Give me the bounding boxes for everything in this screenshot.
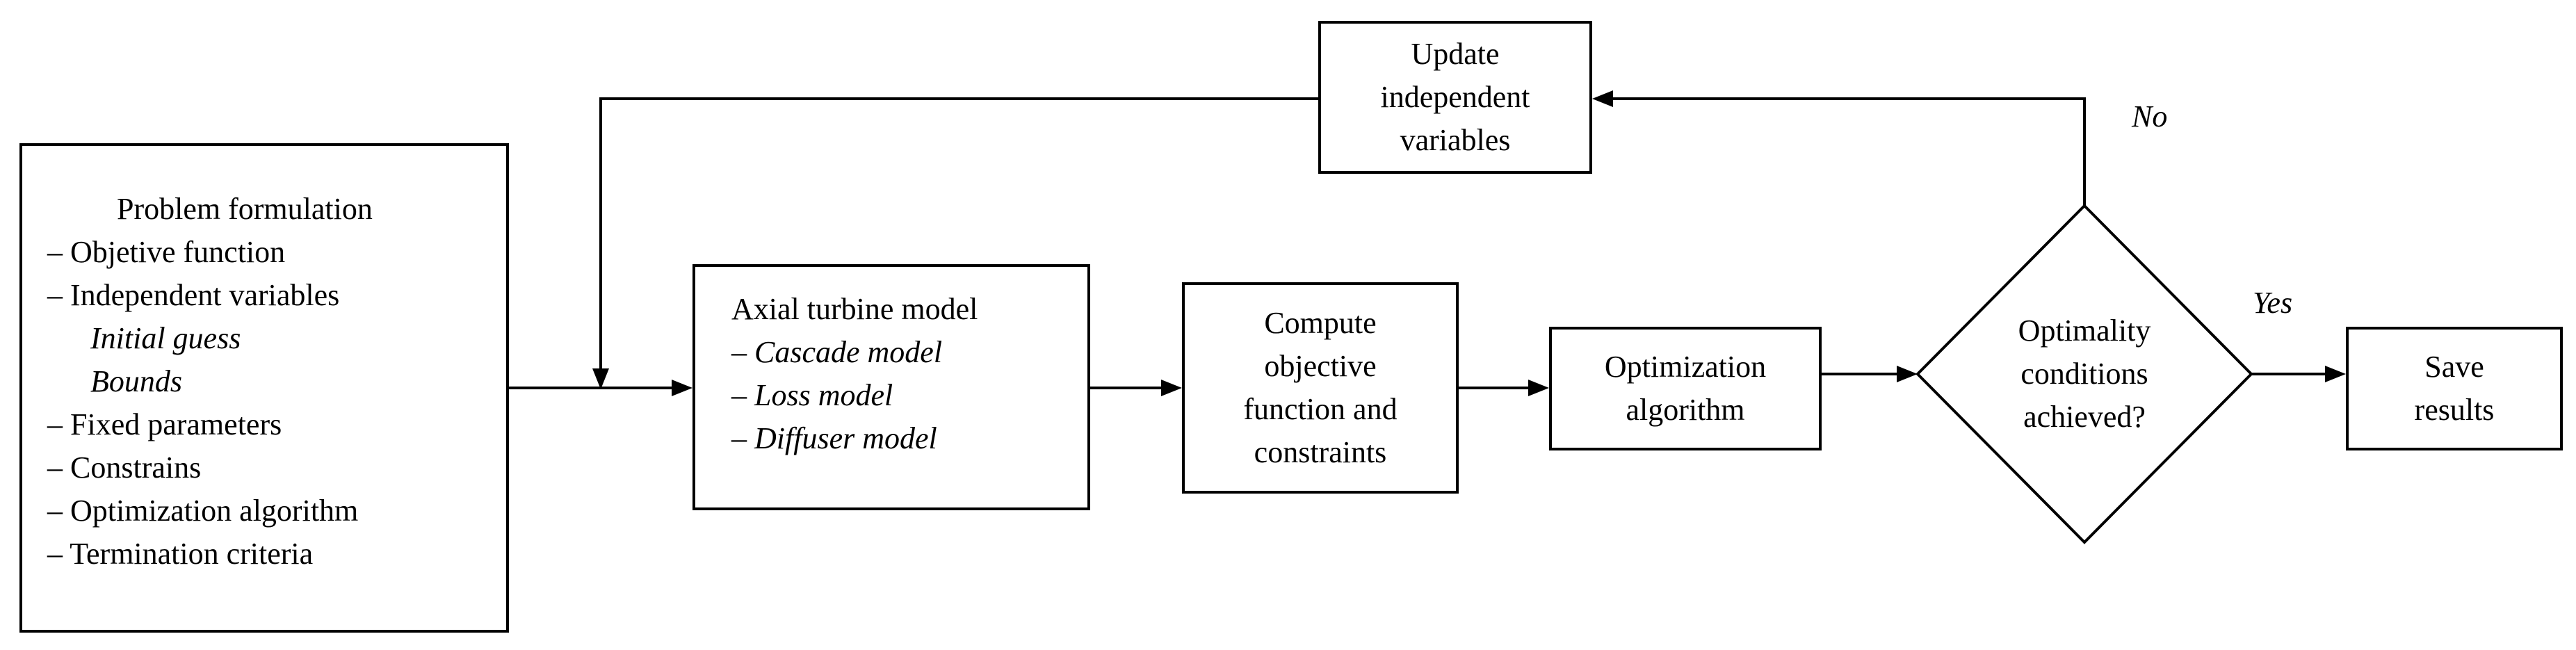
update-box: Update independent variables xyxy=(1318,21,1592,174)
arrowhead-compute xyxy=(1161,380,1182,396)
problem-title: Problem formulation xyxy=(117,192,373,226)
problem-item: – Fixed parameters xyxy=(47,407,282,441)
decision-line: conditions xyxy=(2020,357,2148,391)
decision-text: Optimality conditions achieved? xyxy=(2018,309,2151,439)
no-label: No xyxy=(2132,99,2168,133)
turbine-item-label: Diffuser model xyxy=(754,421,937,455)
turbine-item-label: Loss model xyxy=(754,378,893,412)
turbine-item-dash: – xyxy=(731,378,754,412)
arrowhead-junction xyxy=(592,368,609,389)
arrowhead-save xyxy=(2325,366,2346,382)
turbine-item: – Loss model xyxy=(731,374,1087,417)
turbine-model-box: Axial turbine model – Cascade model– Los… xyxy=(692,264,1090,510)
save-box: Save results xyxy=(2346,327,2563,450)
optimizer-line: Optimization xyxy=(1604,350,1767,384)
arrowhead-turbine xyxy=(672,380,692,396)
turbine-item: – Diffuser model xyxy=(731,417,1087,460)
problem-item: – Termination criteria xyxy=(47,537,314,571)
save-line: results xyxy=(2414,393,2495,427)
problem-item: Initial guess xyxy=(90,321,241,355)
yes-label: Yes xyxy=(2253,286,2293,320)
problem-item-list: – Objetive function – Independent variabl… xyxy=(47,231,506,576)
decision-line: achieved? xyxy=(2023,400,2146,434)
arrowhead-decision xyxy=(1897,366,1918,382)
problem-item: Bounds xyxy=(90,364,182,398)
update-line: Update xyxy=(1411,37,1500,71)
turbine-title: Axial turbine model xyxy=(731,292,978,326)
problem-formulation-box: Problem formulation – Objetive function–… xyxy=(19,143,509,633)
arrowhead-optimizer xyxy=(1528,380,1549,396)
decision-text-box: Optimality conditions achieved? xyxy=(1959,291,2210,457)
compute-line: Compute xyxy=(1264,306,1377,340)
turbine-item-list: – Cascade model– Loss model– Diffuser mo… xyxy=(731,331,1087,460)
save-line: Save xyxy=(2424,350,2484,384)
turbine-item-label: Cascade model xyxy=(754,335,943,369)
turbine-item-dash: – xyxy=(731,335,754,369)
turbine-item: – Cascade model xyxy=(731,331,1087,374)
update-line: variables xyxy=(1400,123,1511,157)
turbine-item-dash: – xyxy=(731,421,754,455)
optimizer-line: algorithm xyxy=(1626,393,1745,427)
problem-item: – Independent variables xyxy=(47,278,340,312)
update-text: Update independent variables xyxy=(1380,33,1530,162)
compute-text: Compute objective function and constraints xyxy=(1243,302,1397,474)
optimizer-text: Optimization algorithm xyxy=(1605,346,1766,432)
arrowhead-update xyxy=(1592,90,1613,107)
arrow-update-to-junction xyxy=(599,97,1318,371)
decision-diamond xyxy=(1915,204,2253,544)
save-text: Save results xyxy=(2415,346,2495,432)
problem-item: – Objetive function xyxy=(47,235,286,269)
optimizer-box: Optimization algorithm xyxy=(1549,327,1822,450)
compute-box: Compute objective function and constraints xyxy=(1182,282,1459,494)
problem-item: – Optimization algorithm xyxy=(47,494,359,528)
arrow-decision-to-update xyxy=(1610,97,2086,206)
compute-line: constraints xyxy=(1254,435,1387,469)
update-line: independent xyxy=(1380,80,1530,114)
decision-line: Optimality xyxy=(2018,314,2151,348)
problem-item: – Constrains xyxy=(47,450,202,485)
compute-line: function and xyxy=(1243,392,1398,426)
compute-line: objective xyxy=(1264,349,1377,383)
